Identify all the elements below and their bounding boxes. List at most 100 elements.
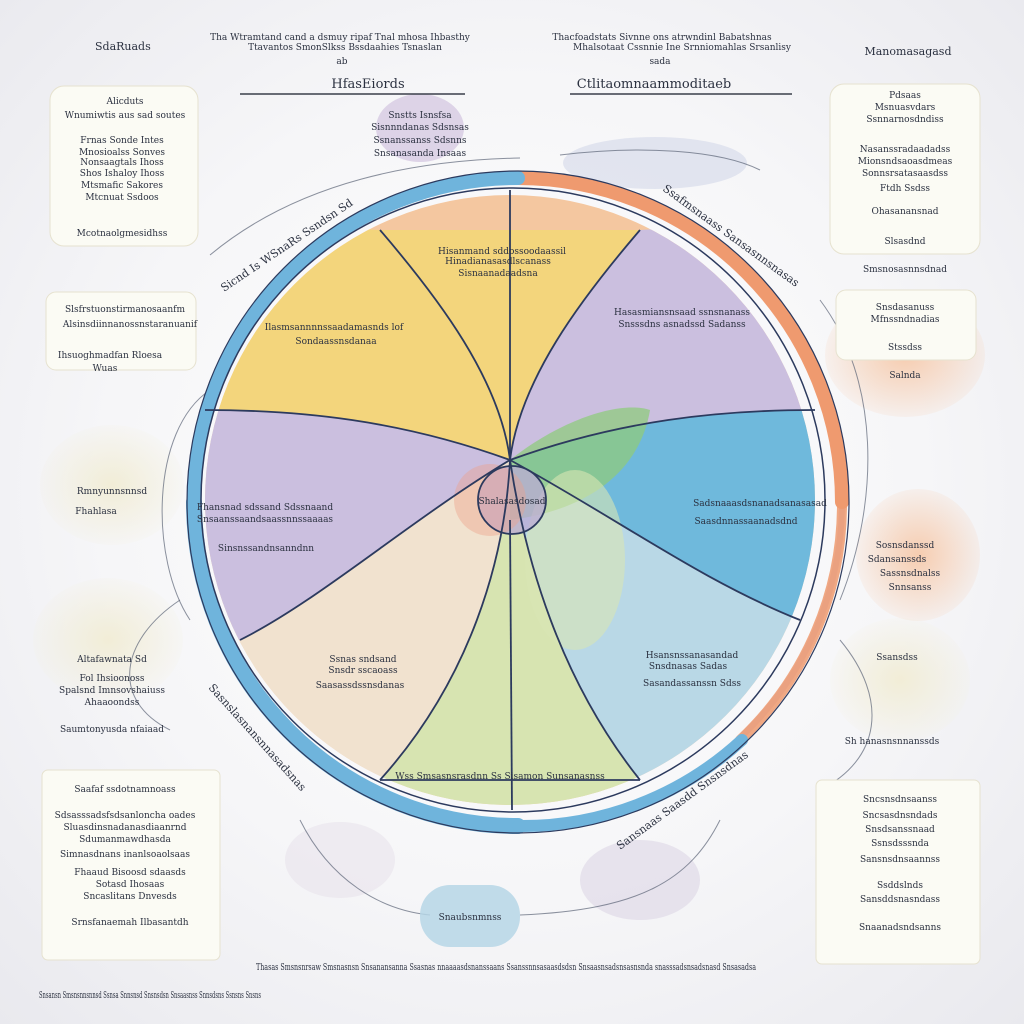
left-note-6-title: Saafaf ssdotnamnoass — [74, 785, 176, 795]
segment-top-right-label-1: Hasasmiansnsaad ssnsnanass — [614, 308, 750, 318]
left-note-1-line-4: Nonsaagtals Ihoss — [80, 158, 164, 168]
right-note-3-line-1: Sosnsdanssd — [876, 541, 935, 551]
header-center-right-small: sada — [649, 57, 671, 67]
left-note-1-line-8: Mcotnaolgmesidhss — [77, 229, 168, 239]
right-note-6-line-6: Sansddsnasndass — [860, 895, 940, 905]
segment-left-label-2: Snsaanssaandsaassnnssaaaas — [197, 515, 334, 525]
ring-orange-arc — [511, 171, 849, 509]
header-center-left-small: ab — [336, 57, 347, 67]
right-note-4-title: Sdansanssds — [868, 555, 927, 565]
header-center-right-title: Ctlitaomnaammoditaeb — [577, 77, 731, 92]
left-note-4-line-3: Ahaaoondss — [84, 698, 140, 708]
top-bubble-line-2: Sisnnndanas Sdsnsas — [371, 123, 469, 133]
top-bubble: Snstts Isnsfsa Sisnnndanas Sdsnsas Ssnan… — [371, 111, 469, 159]
right-note-1-line-2: Ssnnarnosdndiss — [866, 115, 944, 125]
left-note-3-line-1: Fhahlasa — [75, 507, 117, 517]
segment-bottom-left — [240, 460, 510, 780]
right-note-4-line-1: Ssansdss — [876, 653, 918, 663]
left-note-2-title: Slsfrstuonstirmanosaanfm — [65, 305, 186, 315]
header-left-label: SdaRuads — [95, 40, 151, 53]
segment-bottom-right-label-3: Sasandassanssn Sdss — [643, 679, 741, 689]
segment-right-label-1: Sadsnaaasdsnanadsanasasad — [693, 499, 827, 509]
right-note-1-title: Pdsaas — [889, 91, 921, 101]
header-center-right-line-1: Thacfoadstats Sivnne ons atrwndinl Babat… — [552, 33, 772, 43]
left-note-2-line-1: Alsinsdiinnanossnstaranuanif — [62, 320, 198, 330]
right-note-1-line-7: Ohasanansnad — [871, 207, 938, 217]
right-note-6-line-7: Snaanadsndsanns — [859, 923, 941, 933]
left-note-2-line-2: Ihsuoghmadfan Rloesa — [58, 351, 163, 361]
segment-bottom-left-label-2: Snsdr sscaoass — [328, 666, 398, 676]
right-note-3-title: Salnda — [889, 371, 921, 381]
right-note-6-line-5: Ssddslnds — [877, 881, 923, 891]
ring-blue-lower-arc — [186, 494, 526, 834]
top-bubble-line-3: Ssnanssanss Sdsnns — [374, 136, 467, 146]
right-note-1-line-4: Mionsndsaoasdmeas — [858, 157, 953, 167]
bottom-bubble-label: Snaubsnmnss — [439, 913, 502, 923]
segment-right-label-2: Saasdnnassaanadsdnd — [694, 517, 797, 527]
left-note-1-line-7: Mtcnuat Ssdoos — [85, 193, 159, 203]
segment-bottom-label: Wss Smsasnsrasdnn Ss Sisamon Sunsanasnss — [395, 772, 605, 782]
footer-line: Thasas Smsnsnrsaw Smsnasnsn Snsanansanna… — [256, 963, 756, 973]
right-note-2-line-1: Snsdasanuss — [876, 303, 935, 313]
right-note-1-line-8: Slsasdnd — [885, 237, 926, 247]
header-right-label: Manomasagasd — [864, 45, 951, 58]
left-note-1-line-5: Shos Ishaloy Ihoss — [80, 169, 165, 179]
right-note-1-line-6: Ftdh Ssdss — [880, 184, 930, 194]
segment-top-left-label-2: Sondaassnsdanaa — [295, 337, 377, 347]
left-note-6-line-7: Sncaslitans Dnvesds — [83, 892, 177, 902]
left-note-6-line-6: Sotasd Ihosaas — [96, 880, 165, 890]
left-note-6-line-4: Simnasdnans inanlsoaolsaas — [60, 850, 190, 860]
header: SdaRuads Tha Wtramtand cand a dsmuy ripa… — [95, 33, 952, 95]
left-note-2-line-3: Wuas — [93, 364, 118, 374]
right-notes: Pdsaas Msnuasvdars Ssnnarnosdndiss Nasan… — [845, 91, 953, 933]
right-note-2-title: Smsnosasnnsdnad — [863, 265, 947, 275]
left-note-3-title: Rmnyunnsnnsd — [77, 487, 147, 497]
segment-left-label-1: Fhansnad sdssand Sdssnaand — [197, 503, 333, 513]
footer-small: Snsansn Smsnsnnsnnsd Ssnsa Snnsnsd Snsns… — [39, 991, 261, 1001]
footer: Thasas Smsnsnrsaw Smsnasnsn Snsanansanna… — [39, 963, 756, 1001]
segment-top-label-2: Hinadianasasdlscanass — [445, 257, 551, 267]
segment-bottom-right-label-2: Snsdnasas Sadas — [649, 662, 728, 672]
right-note-5-title: Sh hanasnsnnanssds — [845, 737, 940, 747]
left-note-4-line-2: Spalsnd Imnsovshaiuss — [59, 686, 165, 696]
left-note-4-line-1: Fol Ihsioonoss — [79, 674, 144, 684]
segment-top-left-label-1: Ilasmsannnnssaadamasnds lof — [265, 323, 404, 333]
segment-bottom-left-label-3: Saasassdssnsdanas — [316, 681, 405, 691]
segment-left — [205, 410, 510, 640]
bottom-bubble: Snaubsnmnss — [420, 885, 520, 947]
ring-orange-lower-arc — [735, 497, 848, 745]
header-center-right-line-2: Mhalsotaat Cssnnie Ine Srnniomahlas Srsa… — [573, 43, 792, 53]
left-note-1-line-3: Mnosioalss Sonves — [79, 148, 165, 158]
bottom-bubble-shape — [420, 885, 520, 947]
right-note-3-line-3: Snnsanss — [889, 583, 932, 593]
left-note-6-line-2: Sluasdinsnadanasdiaanrnd — [64, 823, 187, 833]
right-note-2-line-3: Stssdss — [888, 343, 922, 353]
ring-blue-bottom-arc — [512, 734, 748, 833]
header-center-left-line-1: Tha Wtramtand cand a dsmuy ripaf Tnal mh… — [210, 33, 471, 43]
right-note-1-line-1: Msnuasvdars — [875, 103, 936, 113]
right-note-6-title: Sncsnsdnsaanss — [863, 795, 937, 805]
segment-top-right-label-2: Snsssdns asnadssd Sadanss — [618, 320, 746, 330]
outer-ring — [186, 170, 850, 834]
right-note-6-line-3: Ssnsdsssnda — [871, 839, 929, 849]
right-note-3-line-2: Sassnsdnalss — [880, 569, 941, 579]
segment-top-label-1: Hisanmand sddossoodaassil — [438, 247, 566, 257]
left-note-6-line-1: Sdsasssadsfsdsanloncha oades — [55, 811, 196, 821]
segment-top-label-3: Sisnaanadaadsna — [458, 269, 538, 279]
segment-bottom-left-label-1: Ssnas sndsand — [329, 655, 396, 665]
left-note-6-line-5: Fhaaud Bisoosd sdaasds — [74, 868, 186, 878]
left-note-1-line-6: Mtsmafic Sakores — [81, 181, 163, 191]
right-note-2-line-2: Mfnssndnadias — [871, 315, 940, 325]
right-note-1-line-5: Sonnsrsatasaasdss — [862, 169, 948, 179]
segment-center-label: Shalasasdosad — [478, 497, 545, 507]
left-note-4-title: Altafawnata Sd — [76, 655, 147, 665]
ring-blue-arc — [187, 171, 525, 509]
right-note-6-line-2: Snsdsanssnaad — [865, 825, 935, 835]
note-panels — [41, 83, 981, 965]
header-center-left-line-2: Ttavantos SmonSlkss Bssdaahies Tsnaslan — [248, 43, 442, 53]
right-note-6-line-1: Sncsasdnsndads — [862, 811, 937, 821]
left-notes: Alicduts Wnumiwtis aus sad soutes Frnas … — [55, 97, 198, 928]
top-bubble-line-1: Snstts Isnsfsa — [388, 111, 452, 121]
right-note-6-line-4: Sansnsdnsaannss — [860, 855, 940, 865]
